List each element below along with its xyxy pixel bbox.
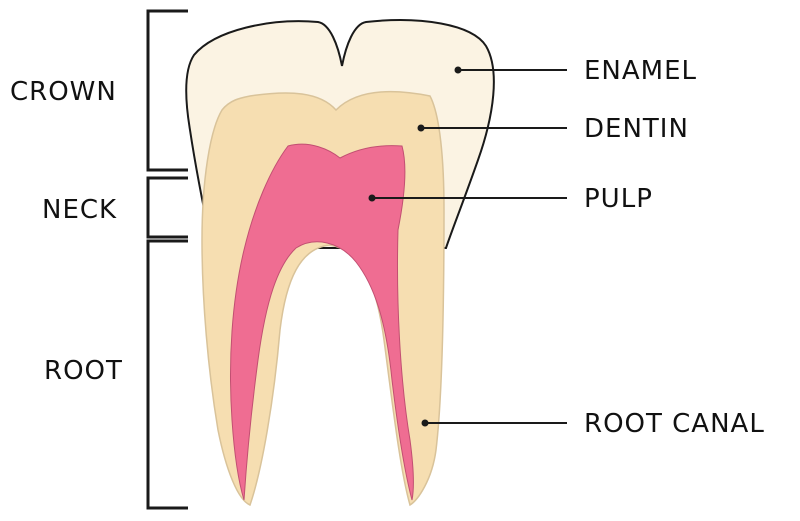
pulp-region (230, 143, 414, 501)
enamel-label: ENAMEL (584, 56, 698, 86)
pulp-pointer (368, 194, 567, 202)
neck-label: NECK (42, 195, 118, 225)
root-label: ROOT (44, 356, 123, 386)
enamel-pointer (454, 66, 567, 74)
pulp-label: PULP (584, 184, 653, 214)
dentin-pointer (417, 124, 567, 132)
root-bracket (146, 239, 188, 510)
crown-label: CROWN (10, 77, 117, 107)
root-canal-label: ROOT CANAL (584, 409, 765, 439)
dentin-label: DENTIN (584, 114, 689, 144)
crown-bracket (146, 9, 188, 172)
root-canal-pointer (421, 419, 567, 427)
neck-bracket (146, 176, 188, 239)
